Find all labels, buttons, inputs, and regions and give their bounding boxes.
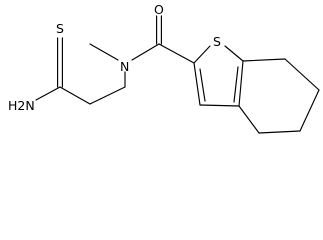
bond-c3a-c7a-double-2	[233, 66, 239, 103]
bond-n-carbonyl	[131, 43, 160, 61]
bond-s-c7a	[224, 45, 244, 62]
bond-c2-s	[193, 45, 211, 64]
bond-c3-c3a	[199, 104, 240, 107]
bond-c2-c3-double-2	[199, 68, 206, 102]
structure-canvas: S H2N N O S	[8, 2, 320, 134]
bond-n-methyl	[89, 43, 119, 61]
bond-c2-c3-double-1	[193, 62, 201, 106]
bond-thioamide-c-ch2	[59, 86, 91, 105]
atom-label-s-thiophene: S	[213, 34, 221, 49]
bond-c7a-c7	[242, 58, 286, 62]
bond-ch2-ch2	[89, 86, 126, 105]
molecule-drawing: S H2N N O S	[8, 2, 320, 134]
atom-label-o-carbonyl: O	[154, 2, 164, 17]
bond-thioamide-c-n	[35, 86, 61, 101]
atom-label-n-amide: N	[120, 59, 129, 74]
bond-carbonyl-thiophene	[158, 43, 195, 64]
atom-label-nh2: H2N	[8, 98, 35, 113]
atom-label-s-thioamide: S	[56, 21, 64, 36]
bond-c4-c3a	[238, 105, 260, 134]
bond-c5-c4	[258, 130, 301, 134]
bond-c6-c5	[299, 89, 320, 132]
bond-c3a-c7a-double-1	[238, 60, 244, 107]
bond-c7-c6	[284, 58, 320, 91]
